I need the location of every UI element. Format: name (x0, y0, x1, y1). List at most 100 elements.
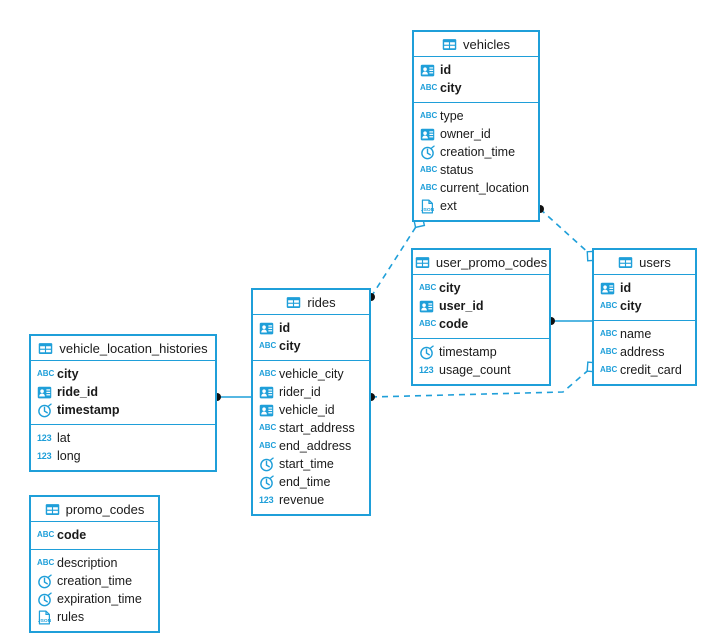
number-icon: 123 (37, 432, 52, 443)
key-id-icon (420, 63, 435, 78)
column-vehicle_id[interactable]: vehicle_id (253, 401, 369, 419)
abc-text-icon: ABC (259, 423, 277, 432)
key-id-icon (420, 127, 435, 142)
clock-icon (259, 474, 274, 490)
column-id[interactable]: id (253, 319, 369, 337)
abc-text-icon: ABC (37, 558, 55, 567)
column-label: city (439, 280, 461, 295)
abc-text-icon: ABC (420, 83, 438, 92)
column-label: start_address (279, 420, 355, 435)
column-ride_id[interactable]: ride_id (31, 383, 215, 401)
entity-title: user_promo_codes (435, 254, 548, 270)
entity-header-rides[interactable]: rides (253, 290, 369, 315)
column-label: credit_card (620, 362, 682, 377)
entity-header-user_promo_codes[interactable]: user_promo_codes (413, 250, 549, 275)
column-label: city (279, 338, 301, 353)
table-icon (618, 255, 633, 270)
entity-header-promo_codes[interactable]: promo_codes (31, 497, 158, 522)
column-rider_id[interactable]: rider_id (253, 383, 369, 401)
entity-title: promo_codes (65, 501, 145, 517)
column-ext[interactable]: JSON ext (414, 197, 538, 215)
column-owner_id[interactable]: owner_id (414, 125, 538, 143)
column-end_time[interactable]: end_time (253, 473, 369, 491)
key-id-icon (419, 299, 434, 314)
key-id-icon (259, 403, 274, 418)
clock-icon (419, 344, 434, 360)
column-label: description (57, 555, 118, 570)
abc-text-icon: ABC (259, 341, 277, 350)
column-label: lat (57, 430, 71, 445)
column-label: start_time (279, 456, 334, 471)
table-icon (286, 295, 301, 310)
column-label: status (440, 162, 474, 177)
svg-text:JSON: JSON (421, 206, 435, 212)
entity-header-users[interactable]: users (594, 250, 695, 275)
entity-header-vehicle_location_histories[interactable]: vehicle_location_histories (31, 336, 215, 361)
abc-text-icon: ABC (600, 329, 618, 338)
abc-text-icon: ABC (600, 347, 618, 356)
column-label: type (440, 108, 464, 123)
column-id[interactable]: id (414, 61, 538, 79)
column-label: ext (440, 198, 457, 213)
column-label: city (57, 366, 79, 381)
column-label: name (620, 326, 652, 341)
entity-title: vehicles (463, 36, 510, 52)
abc-text-icon: ABC (37, 530, 55, 539)
column-label: timestamp (57, 402, 120, 417)
number-icon: 123 (37, 450, 52, 461)
column-lat[interactable]: 123 lat (31, 429, 215, 447)
column-label: address (620, 344, 665, 359)
column-label: end_time (279, 474, 331, 489)
column-label: user_id (439, 298, 484, 313)
column-label: revenue (279, 492, 325, 507)
column-id[interactable]: id (594, 279, 695, 297)
column-start_time[interactable]: start_time (253, 455, 369, 473)
column-expiration_time[interactable]: expiration_time (31, 590, 158, 608)
column-user_id[interactable]: user_id (413, 297, 549, 315)
abc-text-icon: ABC (600, 301, 618, 310)
key-id-icon (37, 385, 52, 400)
column-timestamp[interactable]: timestamp (31, 401, 215, 419)
column-timestamp[interactable]: timestamp (413, 343, 549, 361)
column-creation_time[interactable]: creation_time (31, 572, 158, 590)
key-id-icon (259, 385, 274, 400)
column-label: vehicle_id (279, 402, 335, 417)
abc-text-icon: ABC (600, 365, 618, 374)
column-creation_time[interactable]: creation_time (414, 143, 538, 161)
entity-header-vehicles[interactable]: vehicles (414, 32, 538, 57)
